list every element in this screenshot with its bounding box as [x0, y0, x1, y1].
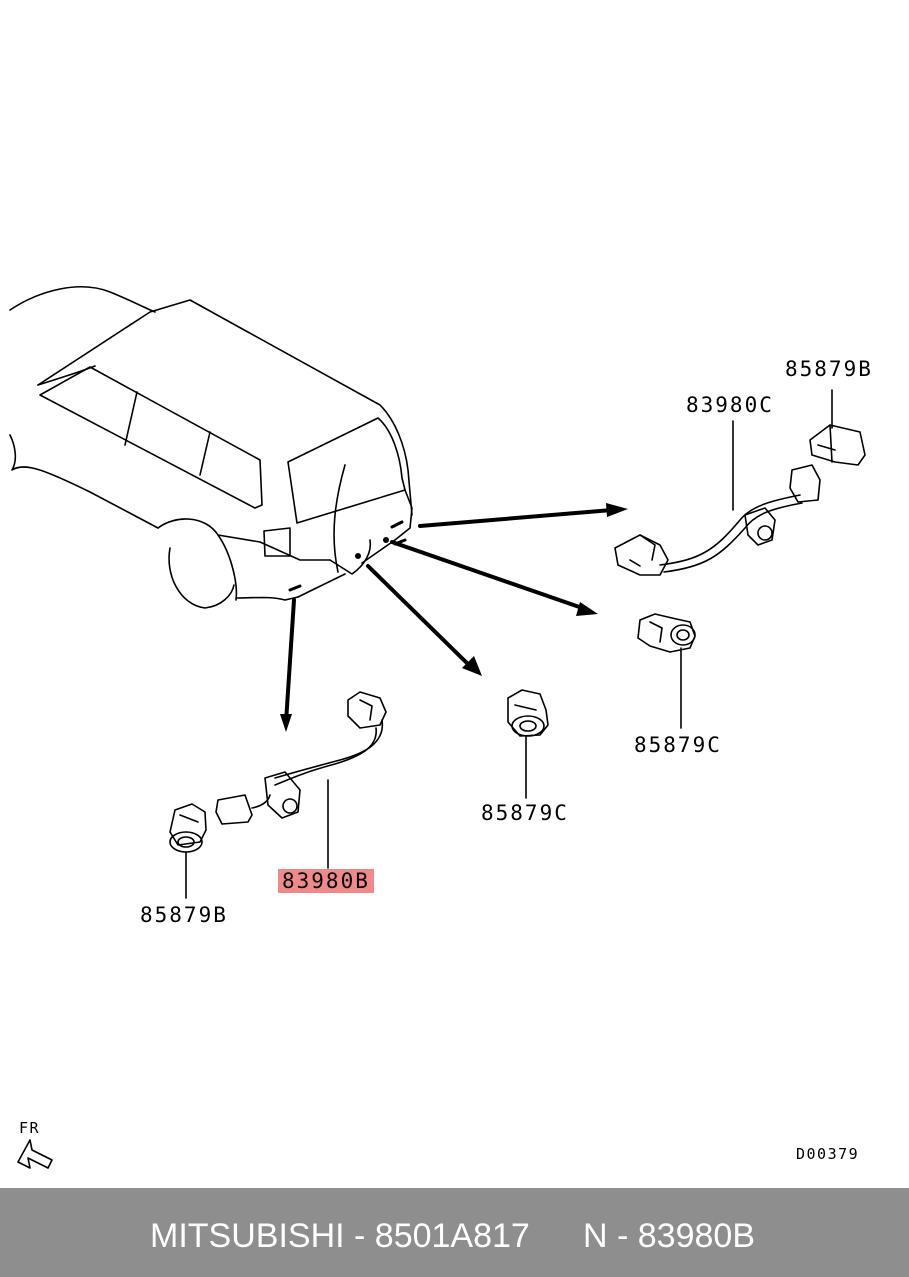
harness-83980b — [215, 691, 387, 869]
label-83980c: 83980C — [686, 393, 774, 417]
sensor-85879c-center — [507, 689, 549, 799]
front-indicator-label: FR — [19, 1119, 41, 1137]
footer-brand-part-number: MITSUBISHI - 8501A817 — [150, 1217, 530, 1255]
front-arrow-icon — [17, 1139, 53, 1169]
footer-bar: MITSUBISHI - 8501A817 N - 83980B — [0, 1188, 909, 1277]
label-85879b-left: 85879B — [140, 903, 228, 927]
label-83980b-highlighted: 83980B — [278, 869, 374, 893]
label-85879c-right: 85879C — [634, 733, 722, 757]
label-85879c-center: 85879C — [481, 801, 569, 825]
label-85879b-top: 85879B — [785, 357, 873, 381]
sensor-85879b-left — [169, 803, 207, 899]
sensor-85879c-right — [637, 613, 696, 729]
pointer-arrows — [280, 503, 628, 732]
diagram-code: D00379 — [796, 1145, 860, 1163]
footer-reference: N - 83980B — [583, 1217, 755, 1255]
harness-83980c — [614, 389, 866, 576]
vehicle-outline — [9, 286, 413, 609]
parts-diagram — [9, 286, 866, 1169]
